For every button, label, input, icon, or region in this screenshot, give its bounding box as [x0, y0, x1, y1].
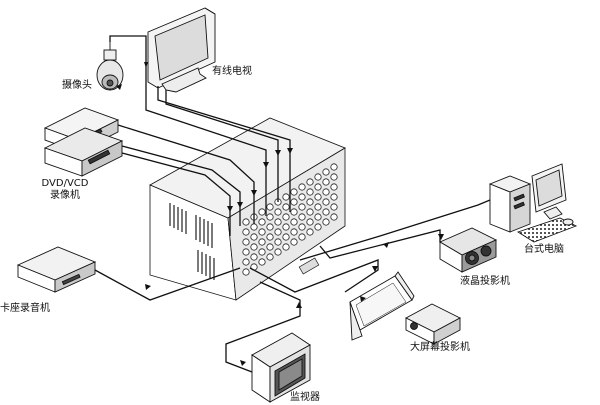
label-dvd-vcd: DVD/VCD	[41, 178, 89, 189]
cable-tv-device	[147, 7, 216, 93]
projection-screen-device	[349, 271, 415, 341]
matrix-switcher	[149, 117, 346, 301]
label-camera: 摄像头	[62, 80, 92, 91]
signal-cables	[94, 35, 491, 373]
desktop-pc-device	[488, 163, 578, 243]
monitor-device	[251, 332, 311, 403]
big-screen-projector-device	[405, 303, 461, 345]
cable-arrow-heads	[116, 62, 444, 366]
label-cassette-recorder: 卡座录音机	[0, 303, 50, 314]
dvd-vcr-stack-device	[43, 107, 124, 177]
label-big-screen-projector: 大屏幕投影机	[410, 342, 470, 353]
label-desktop-pc: 台式电脑	[524, 244, 564, 255]
cassette-recorder-device	[16, 246, 97, 293]
label-lcd-projector: 液晶投影机	[460, 276, 510, 287]
lcd-projector-device	[439, 227, 498, 273]
vent-grille	[169, 203, 215, 280]
bnc-connector-grid	[242, 163, 338, 276]
label-cable-tv: 有线电视	[212, 66, 252, 77]
label-monitor: 监视器	[290, 392, 320, 403]
camera-device	[96, 42, 124, 91]
label-vcr: 录像机	[50, 190, 80, 201]
